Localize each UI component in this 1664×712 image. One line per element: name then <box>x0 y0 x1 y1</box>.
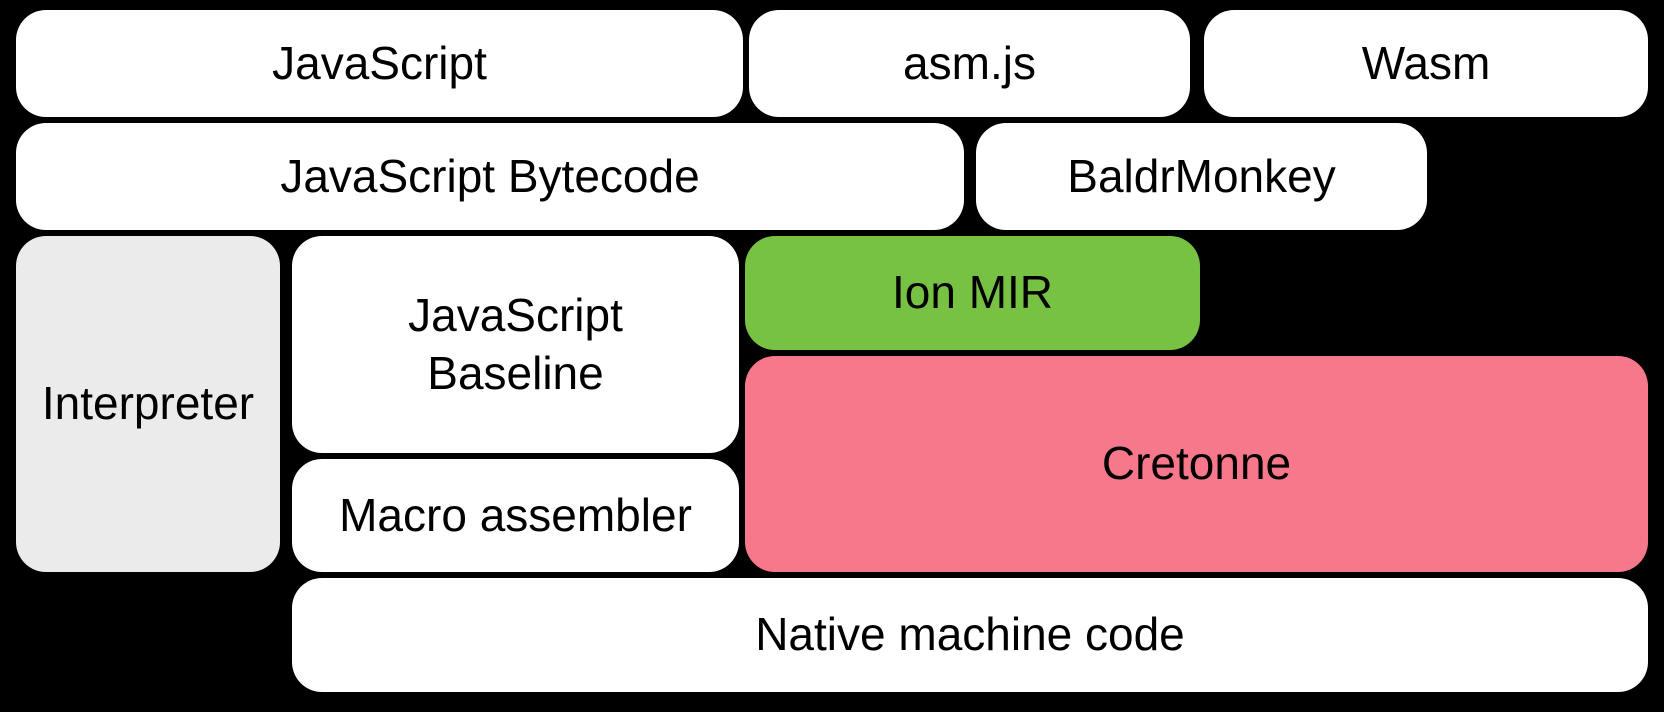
node-javascript-label: JavaScript <box>272 36 487 89</box>
node-asmjs: asm.js <box>749 10 1190 117</box>
node-baldrmonkey: BaldrMonkey <box>976 123 1427 230</box>
node-cretonne-label: Cretonne <box>1101 437 1292 490</box>
node-javascript-baseline-label: JavaScript Baseline <box>408 288 623 399</box>
node-ion-mir: Ion MIR <box>745 236 1200 350</box>
node-wasm-label: Wasm <box>1361 36 1491 89</box>
node-ion-mir-label: Ion MIR <box>891 266 1054 319</box>
node-interpreter: Interpreter <box>16 236 280 572</box>
node-macro-assembler-label: Macro assembler <box>339 488 692 541</box>
node-javascript: JavaScript <box>16 10 743 117</box>
node-wasm: Wasm <box>1204 10 1648 117</box>
node-javascript-bytecode-label: JavaScript Bytecode <box>280 149 700 202</box>
node-interpreter-label: Interpreter <box>41 377 255 430</box>
node-macro-assembler: Macro assembler <box>292 459 739 572</box>
node-native-machine-code-label: Native machine code <box>755 608 1185 661</box>
node-baldrmonkey-label: BaldrMonkey <box>1067 149 1336 202</box>
node-asmjs-label: asm.js <box>903 36 1036 89</box>
node-cretonne: Cretonne <box>745 356 1648 572</box>
node-native-machine-code: Native machine code <box>292 578 1648 692</box>
node-javascript-baseline: JavaScript Baseline <box>292 236 739 453</box>
node-javascript-bytecode: JavaScript Bytecode <box>16 123 964 230</box>
